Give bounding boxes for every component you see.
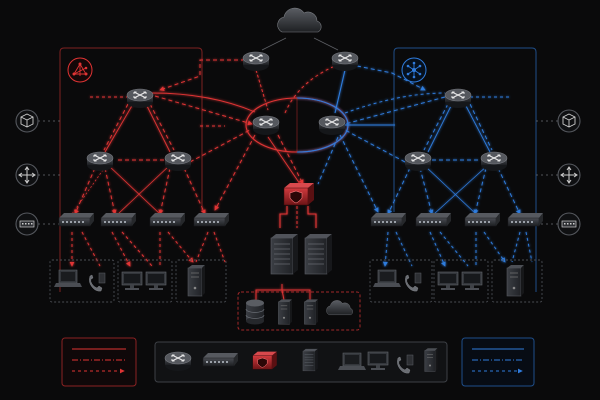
left-access-router-2 [164,151,192,172]
cloud-link-right [313,37,339,51]
left-switch-4 [193,212,230,227]
storage-icon [277,298,293,325]
core-ring-blue-half [296,97,349,153]
side-icon-links [38,120,558,225]
network-hub-icon [401,57,427,83]
right-switch-1 [370,212,407,227]
core-router-right [318,115,346,136]
database-icon [245,299,265,325]
backup-cloud-icon [326,300,353,315]
legend-switch-icon [202,352,239,367]
laptop-icon-right [372,269,402,288]
cloud-icon [277,7,322,33]
edge-router-left [242,51,270,72]
desktop-icon-right-2 [461,271,483,291]
left-switch-1 [58,212,95,227]
phone-icon-right [405,272,422,292]
desktop-icon-2 [145,271,167,291]
left-endpoint-groups [49,259,227,303]
cloud-link-left [261,37,287,51]
move-arrows-icon [15,163,39,187]
right-distribution-router [444,88,472,109]
legend-left [61,337,137,387]
tower-pc-icon [187,264,206,297]
switch-port-icon-right [557,212,581,236]
server-left [270,233,299,275]
left-zone-badge [67,57,93,83]
left-access-router-1 [86,151,114,172]
server-right [304,233,333,275]
red-links [69,59,349,301]
storage-node-icon [303,298,319,325]
right-switch-3 [464,212,501,227]
legend-router-icon [164,351,192,372]
edge-router-right [331,51,359,72]
left-switch-3 [149,212,186,227]
right-access-router-1 [404,151,432,172]
desktop-icon [121,271,143,291]
switch-port-icon [15,212,39,236]
storage-group-frame [237,291,361,331]
cube-icon [15,109,39,133]
legend-devices [154,341,448,383]
right-switch-4 [507,212,544,227]
cube-icon-right [557,109,581,133]
move-arrows-icon-right [557,163,581,187]
right-access-router-2 [480,151,508,172]
right-endpoint-groups [369,259,543,303]
core-router-left [252,115,280,136]
legend-firewall-icon [252,351,278,370]
laptop-icon [53,269,83,288]
left-zone-frame [59,47,203,292]
tower-pc-icon-right [506,264,525,297]
legend-tower-icon [424,347,438,372]
legend-server-icon [302,348,319,372]
legend-right [461,337,535,387]
phone-icon [89,272,106,292]
right-switch-2 [415,212,452,227]
right-zone-frame [393,47,537,292]
desktop-icon-right [437,271,459,291]
firewall-icon [283,182,315,206]
left-distribution-router [126,88,154,109]
left-switch-2 [100,212,137,227]
